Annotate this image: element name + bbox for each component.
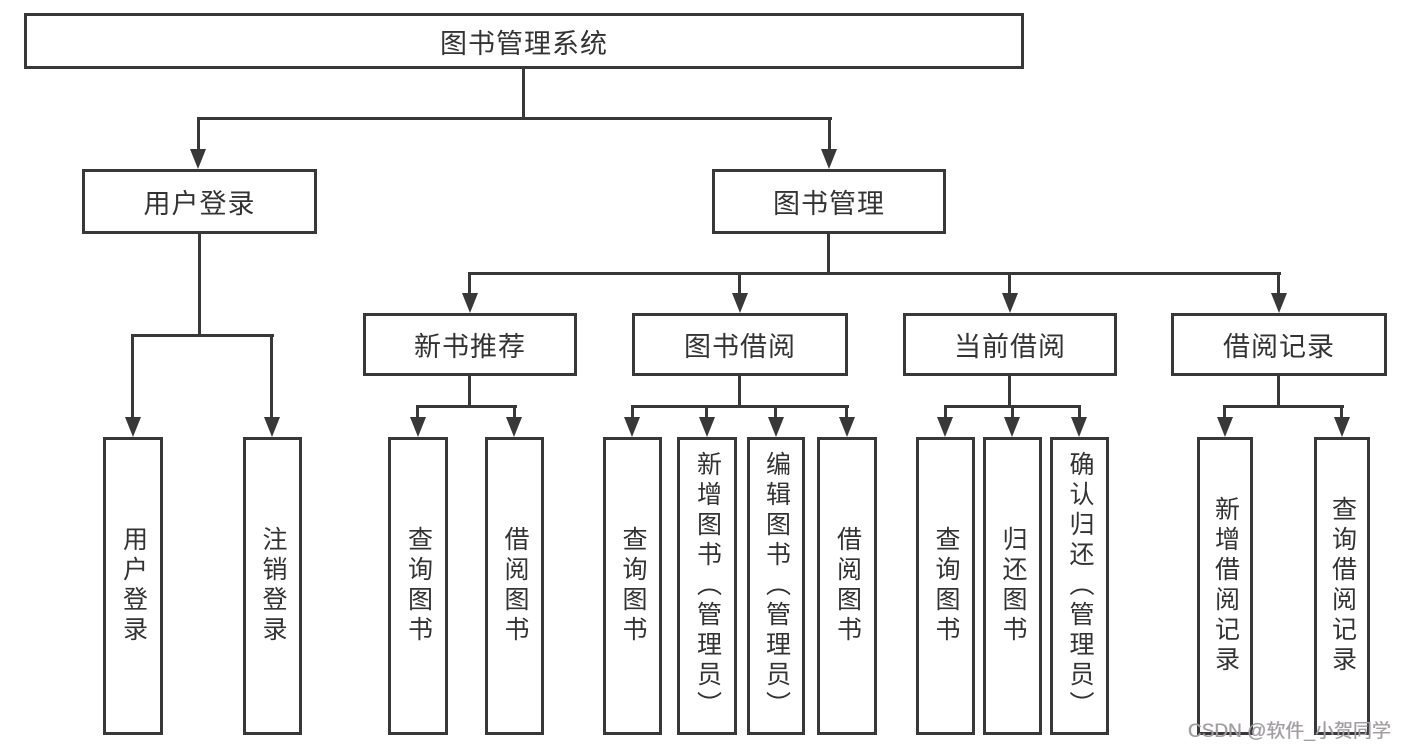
arrow-down-icon: [410, 417, 426, 437]
leaf-confirm-return-admin: 确认归还（管理员）: [1050, 437, 1109, 735]
leaf-label: 确认归还（管理员）: [1066, 451, 1094, 721]
leaf-return-books: 归还图书: [983, 437, 1042, 735]
connector-line: [631, 405, 634, 419]
connector-line: [828, 117, 831, 151]
leaf-label: 注销登录: [259, 526, 287, 646]
arrow-down-icon: [264, 417, 280, 437]
arrow-down-icon: [1004, 417, 1020, 437]
connector-line: [1008, 272, 1011, 295]
connector-line: [468, 272, 1281, 275]
connector-line: [845, 405, 848, 419]
node-new-book-recommendation: 新书推荐: [363, 313, 577, 376]
leaf-label: 新增借阅记录: [1211, 496, 1240, 676]
leaf-label: 归还图书: [999, 526, 1027, 646]
leaf-label: 编辑图书（管理员）: [762, 451, 791, 721]
leaf-label: 借阅图书: [501, 526, 529, 646]
connector-line: [1277, 376, 1280, 408]
node-root-label: 图书管理系统: [440, 28, 608, 59]
arrow-down-icon: [1334, 417, 1350, 437]
connector-line: [774, 405, 777, 419]
leaf-query-books-recommend: 查询图书: [388, 437, 448, 735]
arrow-down-icon: [1271, 293, 1287, 313]
arrow-down-icon: [462, 293, 478, 313]
connector-line: [468, 272, 471, 295]
connector-line: [1277, 272, 1280, 295]
leaf-query-borrow-record: 查询借阅记录: [1314, 437, 1370, 735]
node-root: 图书管理系统: [24, 13, 1024, 69]
leaf-label: 新增图书（管理员）: [693, 451, 722, 721]
connector-line: [131, 334, 274, 337]
arrow-down-icon: [190, 149, 206, 169]
leaf-label: 查询图书: [932, 526, 960, 646]
connector-line: [416, 405, 517, 408]
node-current-borrowing: 当前借阅: [903, 313, 1117, 376]
arrow-down-icon: [506, 417, 522, 437]
connector-line: [631, 405, 849, 408]
node-label: 新书推荐: [414, 332, 526, 362]
connector-line: [1223, 405, 1226, 419]
arrow-down-icon: [839, 417, 855, 437]
connector-line: [1078, 405, 1081, 419]
leaf-query-books-current: 查询图书: [916, 437, 975, 735]
watermark: CSDN @软件_小贺同学: [1188, 721, 1391, 742]
arrow-down-icon: [732, 293, 748, 313]
arrow-down-icon: [1002, 293, 1018, 313]
arrow-down-icon: [768, 417, 784, 437]
node-book-management: 图书管理: [712, 169, 946, 234]
leaf-logout: 注销登录: [243, 437, 302, 735]
node-label: 借阅记录: [1223, 332, 1335, 362]
node-borrowing-records: 借阅记录: [1171, 313, 1387, 376]
node-book-borrowing: 图书借阅: [632, 313, 848, 376]
connector-line: [270, 334, 273, 419]
leaf-label: 用户登录: [119, 526, 148, 646]
leaf-user-login: 用户登录: [103, 437, 163, 735]
connector-line: [522, 69, 525, 120]
connector-line: [513, 405, 516, 419]
leaf-add-borrow-record: 新增借阅记录: [1197, 437, 1253, 735]
leaf-borrow-books-borrow: 借阅图书: [817, 437, 877, 735]
leaf-borrow-books-recommend: 借阅图书: [485, 437, 544, 735]
node-label: 图书借阅: [684, 332, 796, 362]
leaf-edit-book-admin: 编辑图书（管理员）: [747, 437, 805, 735]
arrow-down-icon: [937, 417, 953, 437]
leaf-label: 借阅图书: [833, 526, 862, 646]
leaf-query-books-borrow: 查询图书: [603, 437, 662, 735]
node-label: 当前借阅: [954, 332, 1066, 362]
connector-line: [198, 234, 201, 336]
leaf-label: 查询图书: [619, 526, 647, 646]
leaf-label: 查询借阅记录: [1328, 496, 1357, 676]
arrow-down-icon: [699, 417, 715, 437]
connector-line: [738, 272, 741, 295]
arrow-down-icon: [821, 149, 837, 169]
arrow-down-icon: [125, 417, 141, 437]
leaf-add-book-admin: 新增图书（管理员）: [677, 437, 737, 735]
connector-line: [416, 405, 419, 419]
node-label: 图书管理: [773, 189, 885, 219]
connector-line: [944, 405, 947, 419]
connector-line: [468, 376, 471, 408]
node-user-login: 用户登录: [82, 169, 317, 234]
connector-line: [1008, 376, 1011, 408]
leaf-label: 查询图书: [404, 526, 433, 646]
connector-line: [197, 117, 200, 151]
node-label: 用户登录: [143, 189, 256, 219]
connector-line: [1223, 405, 1344, 408]
arrow-down-icon: [1071, 417, 1087, 437]
connector-line: [1340, 405, 1343, 419]
connector-line: [738, 376, 741, 408]
connector-line: [131, 334, 134, 419]
arrow-down-icon: [624, 417, 640, 437]
connector-line: [705, 405, 708, 419]
connector-line: [1011, 405, 1014, 419]
connector-line: [197, 117, 832, 120]
arrow-down-icon: [1217, 417, 1233, 437]
connector-line: [827, 234, 830, 275]
